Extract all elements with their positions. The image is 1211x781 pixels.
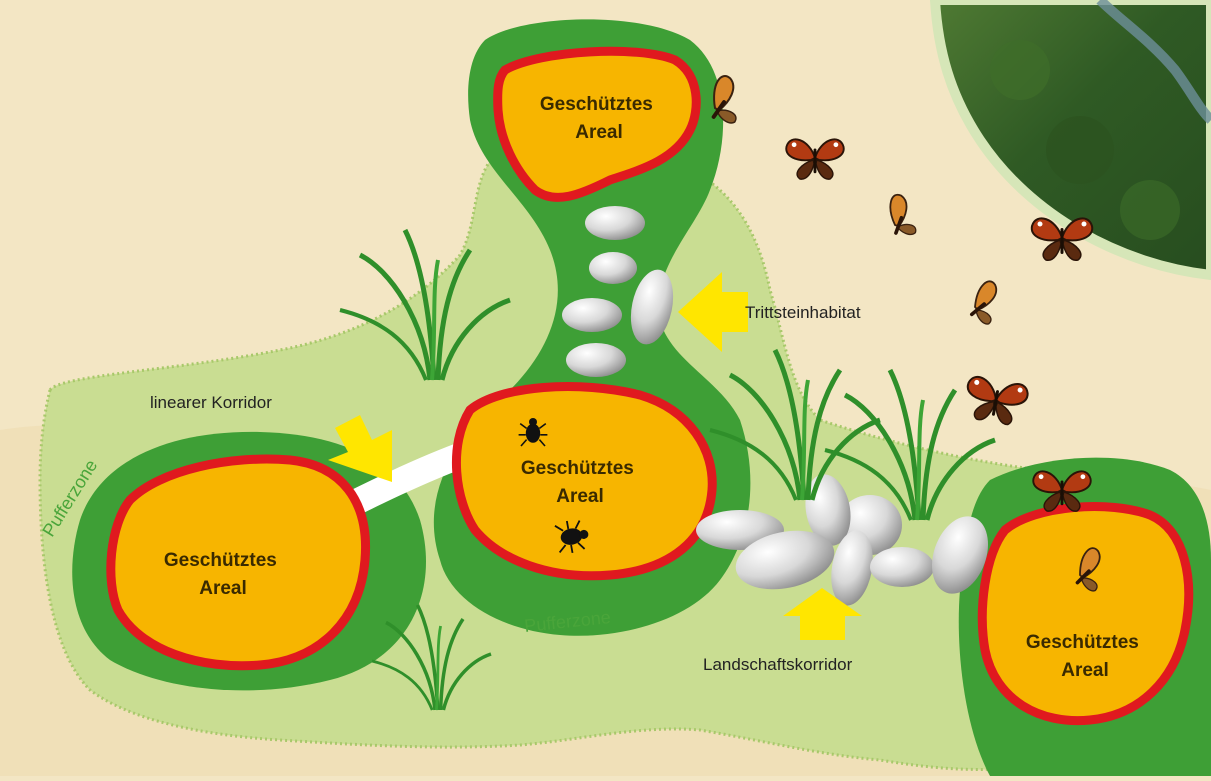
stone-icon xyxy=(870,547,934,587)
stone-icon xyxy=(585,206,645,240)
stone-icon xyxy=(566,343,626,377)
stone-icon xyxy=(562,298,622,332)
stepping-stone-label: Trittsteinhabitat xyxy=(745,303,861,322)
protected-area-right xyxy=(982,507,1188,721)
landscape-corridor-label: Landschaftskorridor xyxy=(703,655,853,674)
photo-tree xyxy=(1120,180,1180,240)
protected-area-center xyxy=(456,387,712,576)
photo-tree xyxy=(1046,116,1114,184)
linear-corridor-label: linearer Korridor xyxy=(150,393,272,412)
stone-icon xyxy=(589,252,637,284)
photo-tree xyxy=(990,40,1050,100)
